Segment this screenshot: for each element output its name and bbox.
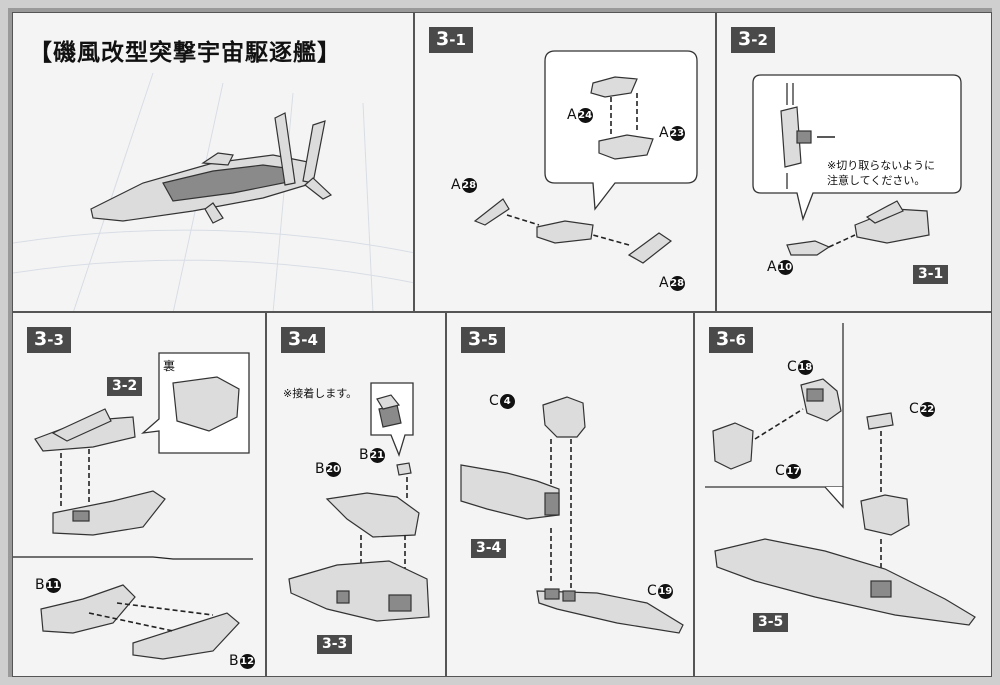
page-title: 【磯風改型突撃宇宙駆逐艦】 xyxy=(29,39,341,66)
no-cut-note: ※切り取らないように注意してください。 xyxy=(827,159,935,187)
ref-3-5-tag: 3-5 xyxy=(753,613,789,632)
ref-3-1-tag: 3-1 xyxy=(913,265,949,284)
step-3-5-label: 3-5 xyxy=(461,327,505,353)
ref-3-2-tag: 3-2 xyxy=(107,377,143,396)
glue-note: ※接着します。 xyxy=(283,387,358,400)
ship-overview-panel: 【磯風改型突撃宇宙駆逐艦】 xyxy=(12,12,414,312)
step-3-2-label: 3-2 xyxy=(731,27,775,53)
step-3-1-diagram xyxy=(473,50,698,264)
ship-illustration xyxy=(13,72,413,311)
step-3-4-label: 3-4 xyxy=(281,327,325,353)
ref-3-3-tag: 3-3 xyxy=(317,635,353,654)
back-view-note: 裏 xyxy=(163,359,176,373)
step-3-6-diagram xyxy=(705,323,976,626)
step-3-2-diagram xyxy=(752,74,962,256)
step-3-5-diagram xyxy=(460,396,684,634)
step-3-3-diagram xyxy=(13,352,253,660)
step-3-1-label: 3-1 xyxy=(429,27,473,53)
step-3-4-diagram xyxy=(288,382,430,622)
step-3-3-label: 3-3 xyxy=(27,327,71,353)
step-3-6-label: 3-6 xyxy=(709,327,753,353)
ref-3-4-tag: 3-4 xyxy=(471,539,507,558)
